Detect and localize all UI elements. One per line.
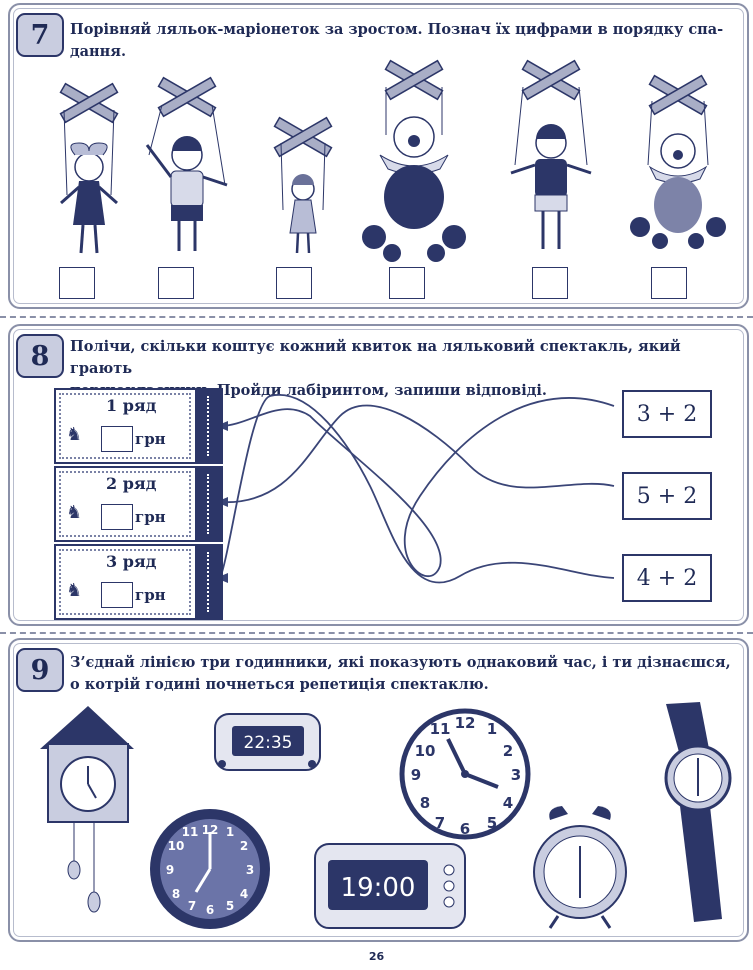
ticket-price-input[interactable] xyxy=(101,504,133,530)
ticket-row-1: ♞ 1 ряд грн xyxy=(54,388,223,464)
svg-text:9: 9 xyxy=(411,766,421,784)
task8-text-line1: Полічи, скільки коштує кожний квиток на … xyxy=(70,338,681,377)
carousel-horse-icon: ♞ xyxy=(66,580,83,601)
puppet-girl-bow xyxy=(59,82,119,254)
task9-text-line2: о котрій годині почнеться репетиція спек… xyxy=(70,676,489,693)
svg-text:12: 12 xyxy=(455,714,476,732)
maze-lines xyxy=(216,394,615,584)
svg-text:9: 9 xyxy=(166,863,174,877)
svg-text:3: 3 xyxy=(511,766,521,784)
svg-text:12: 12 xyxy=(202,823,219,837)
answer-box-2[interactable] xyxy=(158,267,194,299)
carousel-horse-icon: ♞ xyxy=(66,502,83,523)
svg-text:4: 4 xyxy=(240,887,248,901)
puppet-boy xyxy=(145,76,228,251)
ticket-currency: грн xyxy=(135,586,166,604)
svg-text:6: 6 xyxy=(206,903,214,917)
svg-text:8: 8 xyxy=(420,794,430,812)
ticket-row-2: ♞ 2 ряд грн xyxy=(54,466,223,542)
digital-large-time: 19:00 xyxy=(341,873,416,903)
expression-box-3: 4 + 2 xyxy=(622,554,712,602)
ticket-stub xyxy=(195,546,221,618)
task8-number-badge: 8 xyxy=(16,334,64,378)
alarm-clock-icon xyxy=(533,806,627,929)
task7-text-line2: дання. xyxy=(70,43,127,60)
task7-instruction: Порівняй ляльок-маріонеток за зростом. П… xyxy=(70,19,723,63)
ticket-price-input[interactable] xyxy=(101,582,133,608)
task9-section: 9 З’єднай лінією три годинники, які пока… xyxy=(8,638,749,942)
wrist-watch-icon xyxy=(664,702,732,922)
ticket-currency: грн xyxy=(135,430,166,448)
expression-box-2: 5 + 2 xyxy=(622,472,712,520)
puppet-small-clown xyxy=(630,74,726,249)
digital-clock-small: 22:35 xyxy=(214,713,321,771)
divider-1 xyxy=(0,316,753,318)
svg-text:5: 5 xyxy=(487,814,497,832)
svg-text:11: 11 xyxy=(182,825,199,839)
ticket-price-input[interactable] xyxy=(101,426,133,452)
ticket-stub xyxy=(195,390,221,462)
svg-text:4: 4 xyxy=(503,794,513,812)
svg-text:5: 5 xyxy=(226,899,234,913)
expression-box-1: 3 + 2 xyxy=(622,390,712,438)
page-number: 26 xyxy=(368,950,385,963)
carousel-horse-icon: ♞ xyxy=(66,424,83,445)
puppet-boy-blue xyxy=(510,59,592,249)
svg-text:10: 10 xyxy=(415,742,436,760)
ticket-row-label: 1 ряд xyxy=(106,396,157,415)
answer-box-6[interactable] xyxy=(651,267,687,299)
ticket-stub xyxy=(195,468,221,540)
task9-instruction: З’єднай лінією три годинники, які показу… xyxy=(70,652,731,696)
answer-box-5[interactable] xyxy=(532,267,568,299)
svg-text:11: 11 xyxy=(430,720,451,738)
svg-text:7: 7 xyxy=(188,899,196,913)
ticket-border-dots xyxy=(59,549,191,615)
task9-number-badge: 9 xyxy=(16,648,64,692)
ticket-currency: грн xyxy=(135,508,166,526)
ticket-row-label: 2 ряд xyxy=(106,474,157,493)
svg-text:1: 1 xyxy=(226,825,234,839)
answer-box-3[interactable] xyxy=(276,267,312,299)
divider-2 xyxy=(0,632,753,634)
digital-clock-large: 19:00 xyxy=(314,843,466,929)
task9-text-line1: З’єднай лінією три годинники, які показу… xyxy=(70,654,731,671)
digital-small-time: 22:35 xyxy=(244,733,293,753)
cuckoo-clock-icon xyxy=(40,706,134,913)
svg-text:3: 3 xyxy=(246,863,254,877)
task8-section: 8 Полічи, скільки коштує кожний квиток н… xyxy=(8,324,749,626)
answer-box-1[interactable] xyxy=(59,267,95,299)
svg-text:2: 2 xyxy=(240,839,248,853)
puppet-clown xyxy=(362,59,466,262)
svg-text:1: 1 xyxy=(487,720,497,738)
puppets-illustration xyxy=(59,59,726,262)
ticket-row-label: 3 ряд xyxy=(106,552,157,571)
ticket-border-dots xyxy=(59,471,191,537)
puppet-small-girl xyxy=(273,116,333,254)
task7-text-line1: Порівняй ляльок-маріонеток за зростом. П… xyxy=(70,21,724,38)
svg-text:10: 10 xyxy=(168,839,185,853)
task7-section: 7 Порівняй ляльок-маріонеток за зростом.… xyxy=(8,3,749,309)
ticket-row-3: ♞ 3 ряд грн xyxy=(54,544,223,620)
svg-text:7: 7 xyxy=(435,814,445,832)
answer-box-4[interactable] xyxy=(389,267,425,299)
svg-text:8: 8 xyxy=(172,887,180,901)
svg-text:6: 6 xyxy=(460,820,470,838)
ticket-border-dots xyxy=(59,393,191,459)
task7-number-badge: 7 xyxy=(16,13,64,57)
svg-text:2: 2 xyxy=(503,742,513,760)
